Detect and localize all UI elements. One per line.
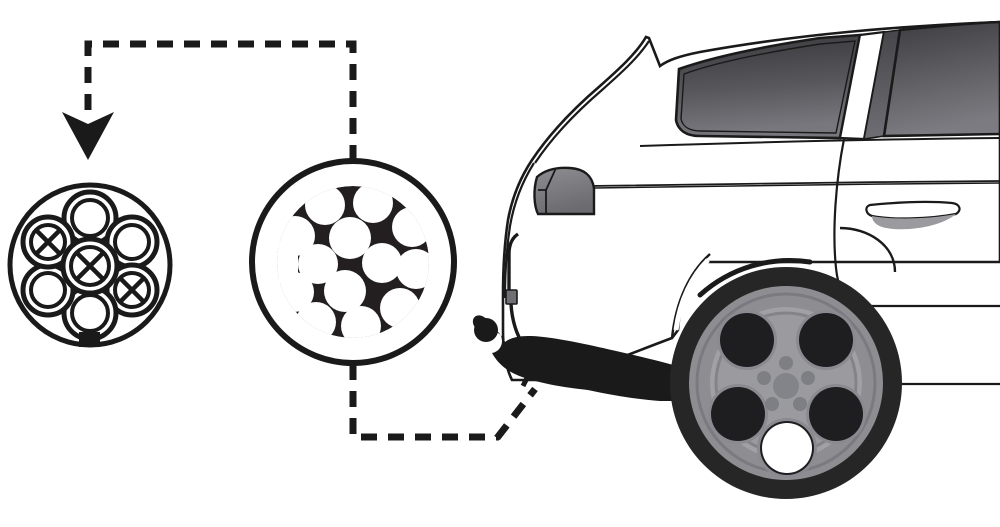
lower-dashed-callout (349, 364, 538, 441)
connector-13-pin[interactable] (249, 158, 457, 366)
wheel-arch-shadow (697, 257, 813, 298)
bumper-reflector (505, 289, 518, 305)
rear-door-window (882, 20, 1000, 138)
tow-hitch (472, 232, 720, 401)
vehicle-estate-car (501, 20, 1000, 386)
upper-dashed-callout (62, 40, 357, 161)
door-handle-shadow (872, 214, 956, 230)
socket-pin (324, 270, 366, 312)
underbody-shadow-2 (540, 373, 720, 401)
pin-cross-icon (34, 228, 62, 256)
pin-upper-right (104, 214, 160, 270)
pin-center (60, 236, 120, 296)
lug-nuts (757, 356, 815, 411)
connector-7-keyway-notch (79, 332, 100, 347)
callout-dash-mark (520, 372, 532, 388)
tail-light-trim-line (593, 182, 1000, 189)
hatch-seam (503, 162, 535, 299)
socket-mount-bracket (507, 232, 520, 290)
pin-cross-icon (118, 276, 146, 304)
underbody-shadow (513, 356, 714, 397)
socket-pin (298, 244, 338, 284)
pin-lower-left (20, 262, 76, 318)
callout-arrow-icon (62, 112, 114, 160)
window-sill-line (639, 137, 1000, 147)
pin-bottom (61, 284, 119, 342)
tow-ball (474, 318, 498, 342)
connector-7-pin[interactable] (7, 182, 173, 348)
pin-cross-icon (75, 251, 105, 281)
pin-top (61, 189, 119, 247)
rear-wheel (670, 257, 902, 499)
socket-pin (353, 186, 393, 223)
tail-light (533, 166, 596, 216)
socket-pin (396, 249, 429, 289)
wheel-hub (773, 373, 799, 399)
socket-pin (329, 217, 371, 259)
wheel-arch-line (670, 253, 711, 339)
socket-pin (362, 243, 402, 283)
towbar-arm (472, 315, 705, 392)
tail-light-segments (538, 167, 557, 214)
rear-quarter-window-inner (680, 40, 856, 134)
wheel-arch-line-right (839, 226, 897, 273)
roof-spoiler (534, 40, 650, 164)
body-crease-line (587, 180, 1000, 187)
hub-cap (762, 423, 812, 473)
arch-gap-highlight (673, 258, 710, 331)
pin-upper-left (20, 214, 76, 270)
